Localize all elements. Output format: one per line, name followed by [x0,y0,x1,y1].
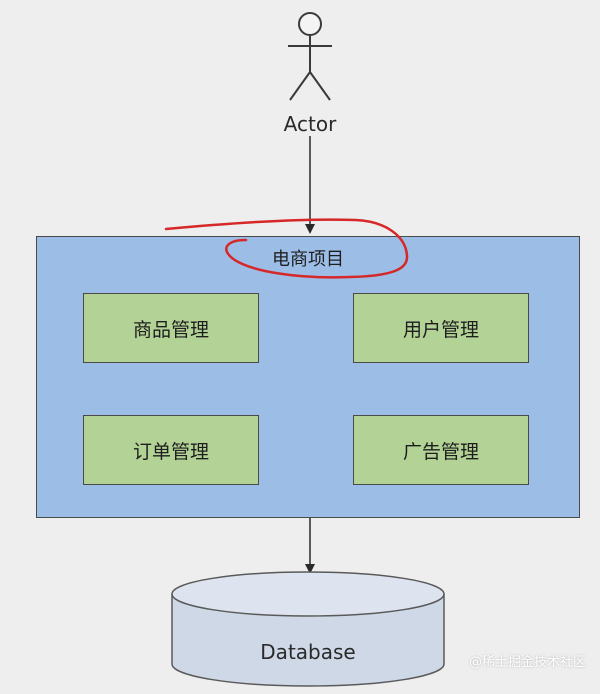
database-icon [171,571,445,687]
module-user-management: 用户管理 [353,293,529,363]
system-container: 电商项目 商品管理 用户管理 订单管理 广告管理 [36,236,580,518]
system-title: 电商项目 [272,249,344,270]
module-order-management: 订单管理 [83,415,259,485]
actor-icon [288,12,332,101]
actor-label: Actor [283,112,337,136]
database-label: Database [260,640,356,664]
module-ad-management: 广告管理 [353,415,529,485]
module-product-management: 商品管理 [83,293,259,363]
watermark: @稀土掘金技术社区 [468,655,586,670]
